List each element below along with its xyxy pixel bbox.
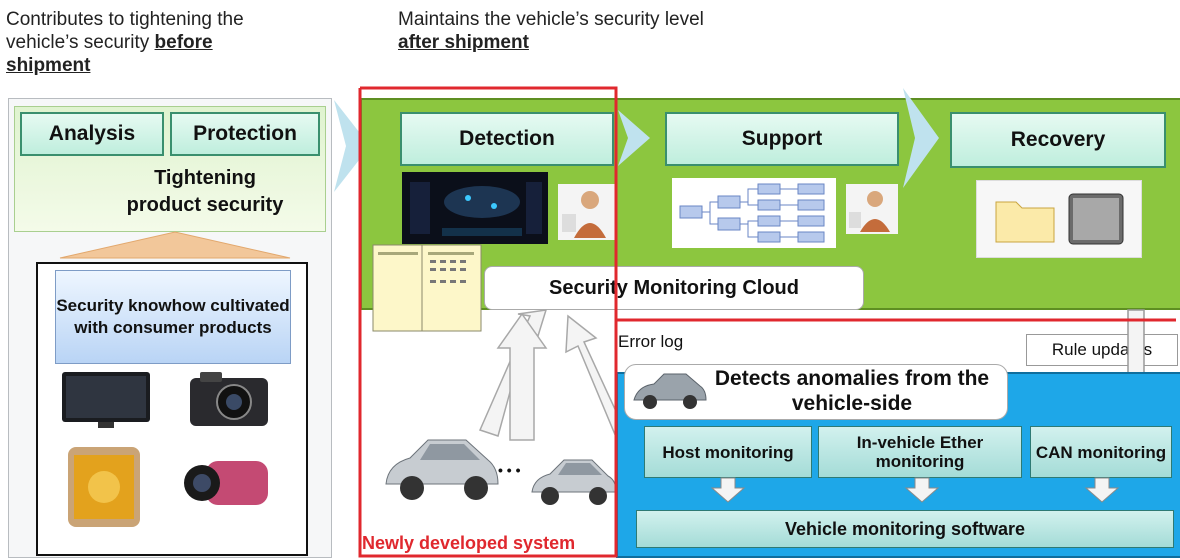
header-left-line2: vehicle’s security before <box>6 31 346 54</box>
knowhow-box: Security knowhow cultivated with consume… <box>55 270 291 364</box>
header-left-shipment: shipment <box>6 55 91 76</box>
error-log-label: Error log <box>618 332 684 351</box>
ether-monitoring-button[interactable]: In-vehicle Ether monitoring <box>818 426 1022 478</box>
more-vehicles-ellipsis: • • • <box>498 462 521 478</box>
drive-icon <box>1068 193 1124 245</box>
camera-icon <box>190 372 268 426</box>
support-person-icon <box>846 184 898 234</box>
header-left-line2-text: vehicle’s security <box>6 32 155 53</box>
recovery-button[interactable]: Recovery <box>950 112 1166 168</box>
detection-button[interactable]: Detection <box>400 112 614 166</box>
header-left-line1: Contributes to tightening the <box>6 9 244 30</box>
tan-arrow-up <box>59 231 291 259</box>
car-icon <box>633 373 707 409</box>
header-after-shipment: Maintains the vehicle’s security level a… <box>398 8 818 54</box>
chevron-arrow-right-main <box>334 100 370 192</box>
analysis-button[interactable]: Analysis <box>20 112 164 156</box>
operator-person-icon <box>558 184 616 240</box>
vehicle-monitoring-software[interactable]: Vehicle monitoring software <box>636 510 1174 548</box>
header-before-shipment: Contributes to tightening the vehicle’s … <box>6 8 346 77</box>
arrow-down-can <box>1084 477 1120 503</box>
camcorder-icon <box>184 461 268 505</box>
security-monitoring-cloud[interactable]: Security Monitoring Cloud <box>484 266 864 310</box>
smartphone-icon <box>68 447 140 527</box>
header-right-after-shipment: after shipment <box>398 32 529 53</box>
flowchart-icon <box>672 178 836 248</box>
tv-icon <box>62 372 150 428</box>
rule-updates-label: Rule updates <box>1026 334 1178 366</box>
tightening-label: Tightening product security <box>126 167 284 216</box>
arrow-down-host <box>710 477 746 503</box>
header-left-before: before <box>154 32 213 53</box>
folder-icon <box>995 201 1055 243</box>
monitoring-document-icon <box>372 244 482 332</box>
newly-developed-label: Newly developed system <box>362 533 576 554</box>
detects-anomalies-label: Detects anomalies from the vehicle-side <box>714 367 990 415</box>
vehicle-icon-left <box>385 439 499 500</box>
arrow-down-ether <box>904 477 940 503</box>
vehicle-icon-right <box>531 459 617 505</box>
dashboard-screen-icon <box>402 172 548 244</box>
chevron-arrow-support <box>618 110 650 166</box>
chevron-arrow-recovery <box>903 88 939 188</box>
protection-button[interactable]: Protection <box>170 112 320 156</box>
support-button[interactable]: Support <box>665 112 899 166</box>
header-right-line1: Maintains the vehicle’s security level <box>398 9 704 30</box>
